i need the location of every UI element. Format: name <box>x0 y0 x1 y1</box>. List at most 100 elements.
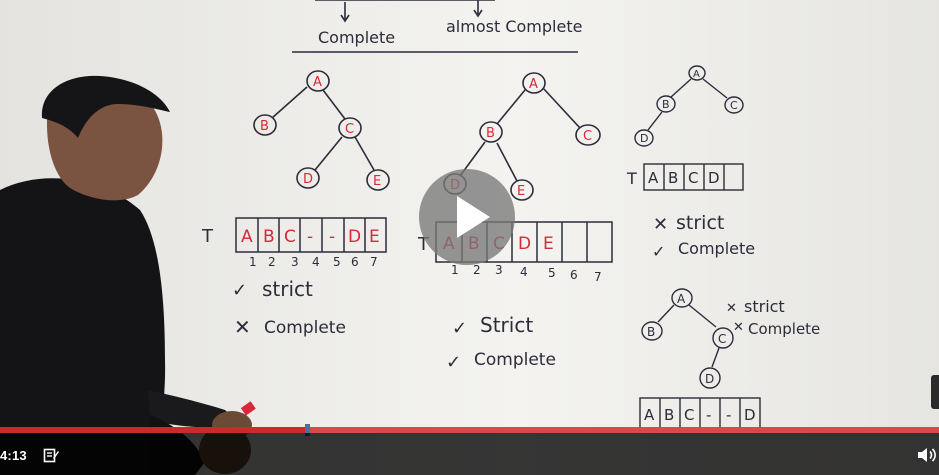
array-cell: C <box>688 169 698 187</box>
node-c-label: C <box>583 129 592 144</box>
complete-label: Complete <box>264 318 346 338</box>
array-index: 6 <box>570 268 578 282</box>
node-c <box>712 327 734 349</box>
node-a <box>671 288 693 308</box>
strict-label: strict <box>262 277 313 301</box>
header-area <box>292 0 578 53</box>
tree-4: A B C D ✕ strict ✕ Complete A B C - - <box>639 288 820 429</box>
array-index: 7 <box>594 270 602 284</box>
array-cell: E <box>369 227 380 247</box>
array-cell: C <box>684 406 694 424</box>
node-b <box>641 321 663 341</box>
node-a-label: A <box>693 69 700 80</box>
check-mark: ✓ <box>652 242 665 261</box>
node-b <box>656 95 676 113</box>
array-index: 7 <box>370 255 378 269</box>
array-cell: D <box>744 406 756 424</box>
array-cell: - <box>307 227 313 247</box>
array-index: 1 <box>249 255 257 269</box>
node-b-label: B <box>662 98 670 111</box>
array-index: 2 <box>268 255 276 269</box>
array-cell: - <box>329 227 335 247</box>
node-d <box>634 129 654 147</box>
array-cell: A <box>644 406 655 424</box>
node-d-label: D <box>705 372 714 386</box>
array-cell: A <box>241 227 253 247</box>
node-a-label: A <box>313 75 322 90</box>
array-cell: - <box>726 406 731 424</box>
array-label: T <box>626 169 637 188</box>
complete-label: Complete <box>474 350 556 370</box>
check-mark: ✓ <box>232 280 247 301</box>
node-a-label: A <box>677 292 686 306</box>
array-cell: B <box>664 406 674 424</box>
node-a <box>688 65 706 81</box>
strict-label: strict <box>744 297 785 316</box>
node-d <box>296 167 320 189</box>
side-panel-tab[interactable] <box>931 375 939 409</box>
cross-mark: ✕ <box>234 315 251 339</box>
node-e <box>510 179 534 201</box>
node-e <box>366 169 390 191</box>
node-a <box>522 72 546 94</box>
node-c-label: C <box>345 122 354 137</box>
tree-1: A B C D E T A B C - - D E 1 <box>201 70 390 339</box>
node-d-label: D <box>303 172 313 187</box>
array-index: 3 <box>291 255 299 269</box>
node-c-label: C <box>730 99 738 112</box>
check-mark: ✓ <box>452 318 467 339</box>
node-d-label: D <box>640 132 648 145</box>
node-c <box>724 96 744 114</box>
array-cell: D <box>708 169 720 187</box>
notes-icon[interactable] <box>43 447 59 463</box>
array-index: 6 <box>351 255 359 269</box>
strict-label: Strict <box>480 313 533 337</box>
tree-3: A B C D T A B C D ✕ strict ✓ Complete <box>626 65 755 261</box>
play-button[interactable] <box>419 169 515 265</box>
array-cell: A <box>648 169 659 187</box>
seek-handle[interactable] <box>305 424 311 436</box>
array-index: 2 <box>473 263 481 277</box>
node-c-label: C <box>718 332 726 346</box>
node-b <box>479 121 503 143</box>
node-b-label: B <box>647 325 655 339</box>
array-cell: B <box>668 169 678 187</box>
node-c <box>338 117 362 139</box>
complete-label: Complete <box>678 239 755 258</box>
node-b <box>253 114 277 136</box>
node-d <box>699 367 721 389</box>
array-cell: D <box>518 234 531 254</box>
cross-mark: ✕ <box>726 301 737 316</box>
array-index: 1 <box>451 263 459 277</box>
node-a-label: A <box>529 77 538 92</box>
array-cell: B <box>263 227 275 247</box>
array-cell: D <box>348 227 361 247</box>
volume-icon[interactable] <box>917 447 937 463</box>
array-cell: C <box>284 227 296 247</box>
cross-mark: ✕ <box>733 320 744 335</box>
array-index: 4 <box>520 265 528 279</box>
complete-label: Complete <box>748 320 820 338</box>
node-a <box>306 70 330 92</box>
seek-bar[interactable] <box>0 424 939 436</box>
array-index: 5 <box>333 255 341 269</box>
time-display: 4:13 <box>0 448 27 463</box>
strict-label: strict <box>676 212 724 234</box>
node-e-label: E <box>517 184 525 199</box>
almost-complete-heading: almost Complete <box>446 17 582 36</box>
array-index: 5 <box>548 266 556 280</box>
complete-heading: Complete <box>318 28 395 47</box>
progress-fill <box>0 427 308 433</box>
cross-mark: ✕ <box>653 214 668 235</box>
play-icon <box>457 196 490 238</box>
check-mark: ✓ <box>446 352 461 373</box>
control-bar: 4:13 <box>0 433 939 475</box>
array-cell: - <box>706 406 711 424</box>
node-c <box>575 124 601 146</box>
array-label: T <box>201 226 214 247</box>
array-index: 4 <box>312 255 320 269</box>
array-index: 3 <box>495 263 503 277</box>
array-cell: E <box>543 234 554 254</box>
